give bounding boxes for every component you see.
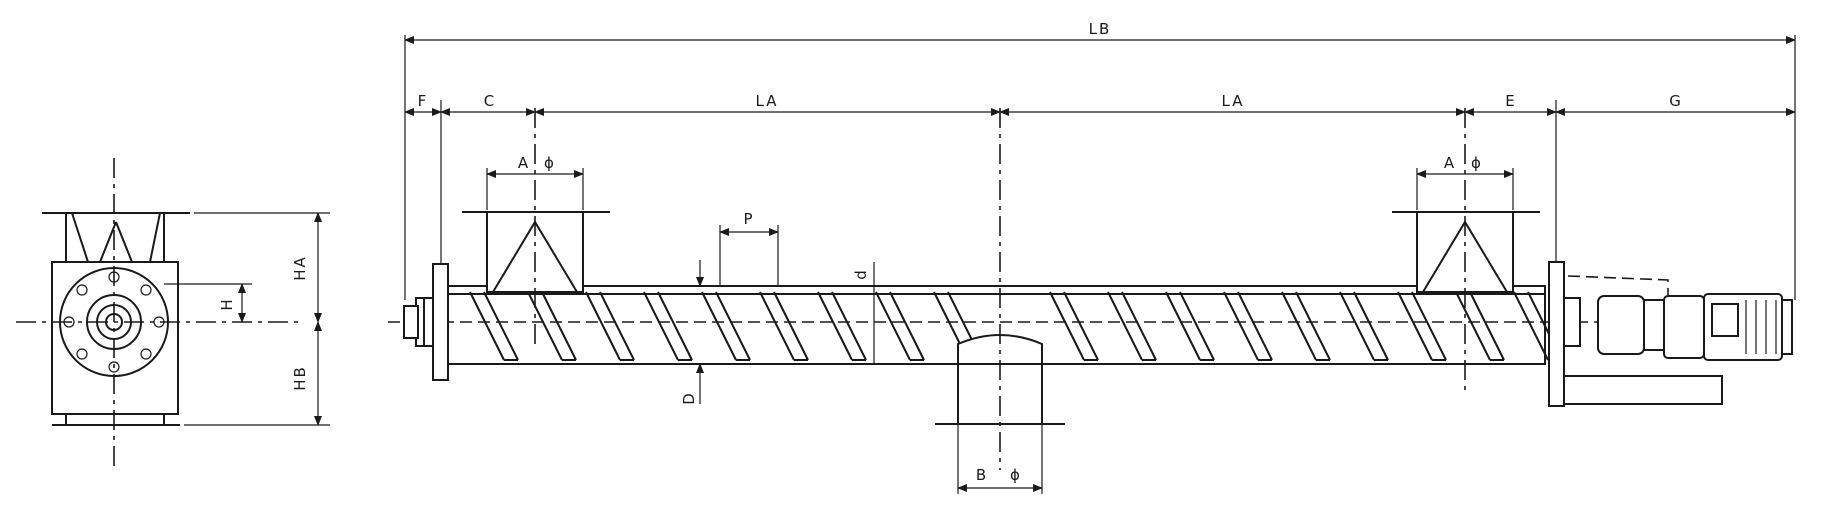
screw-flight <box>1223 291 1273 361</box>
p-label: P <box>743 210 754 228</box>
screw-flight <box>643 291 693 361</box>
lb-label: LB <box>1089 20 1112 38</box>
ha-label: HA <box>291 255 309 281</box>
screw-flight <box>817 291 867 361</box>
screw-flight <box>1281 291 1331 361</box>
screw-flight <box>1339 291 1389 361</box>
d-small-label: d <box>852 268 870 280</box>
b-phi: ϕ <box>1010 466 1022 484</box>
end-view: HA HB H <box>16 158 330 470</box>
h-label: H <box>218 297 236 310</box>
right-bearing <box>1563 297 1581 347</box>
e-label: E <box>1505 92 1516 110</box>
screw-flight <box>1107 291 1157 361</box>
screw-flight <box>1455 291 1505 361</box>
screw-flight <box>875 291 925 361</box>
left-inlet <box>462 211 610 293</box>
end-view-hopper <box>71 212 161 263</box>
drive-unit <box>1563 275 1793 405</box>
screw-flight <box>469 291 519 361</box>
dimensions: LB F C LA LA E G A ϕ A ϕ P d <box>404 20 1796 494</box>
screw-flight <box>527 291 577 361</box>
hb-label: HB <box>291 365 309 391</box>
end-view-hopper-line2 <box>115 221 133 263</box>
g-label: G <box>1669 92 1683 110</box>
right-end-plate <box>1548 261 1565 407</box>
d-big-label: D <box>680 391 698 405</box>
side-view <box>388 108 1793 470</box>
left-shaft-end <box>403 305 419 339</box>
a-right-phi: ϕ <box>1471 154 1483 172</box>
la-right-label: LA <box>1222 92 1245 110</box>
c-label: C <box>484 92 496 110</box>
a-left-phi: ϕ <box>544 154 556 172</box>
left-end-plate <box>432 263 449 381</box>
end-view-hopper-line <box>99 221 117 263</box>
right-inlet <box>1392 211 1540 293</box>
b-label: B <box>976 466 988 484</box>
screw-flight <box>701 291 751 361</box>
motor-terminal-box <box>1711 303 1739 337</box>
screw-flight <box>1049 291 1099 361</box>
motor-fan-cover <box>1781 299 1793 355</box>
screw-flight <box>1165 291 1215 361</box>
f-label: F <box>418 92 429 110</box>
screw-flight <box>759 291 809 361</box>
a-right-label: A <box>1444 154 1456 172</box>
screw-flight <box>585 291 635 361</box>
coupling <box>1597 295 1645 355</box>
end-view-bolt-holes <box>63 271 165 373</box>
a-left-label: A <box>518 154 530 172</box>
la-left-label: LA <box>756 92 779 110</box>
screw-flight <box>1397 291 1447 361</box>
gearbox <box>1663 295 1705 359</box>
